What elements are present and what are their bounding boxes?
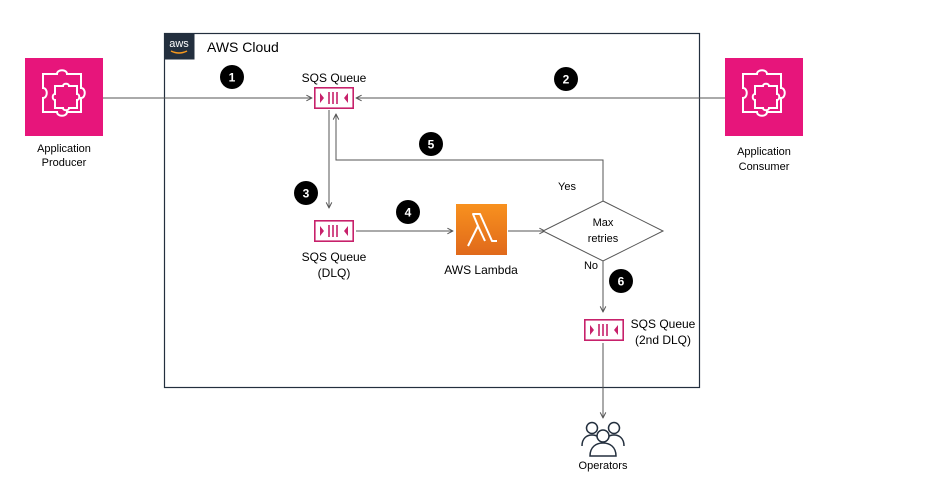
svg-text:1: 1	[229, 71, 236, 85]
aws-cloud-boundary	[163, 32, 701, 389]
sqs-queue-dlq-node: SQS Queue (DLQ)	[302, 220, 367, 280]
edge-label-no: No	[584, 260, 598, 272]
producer-label-line1: Application	[37, 143, 91, 155]
decision-label-line1: Max	[593, 217, 614, 229]
operators-node: Operators	[579, 421, 628, 472]
max-retries-decision: Max retries	[541, 200, 665, 262]
edge-label-yes: Yes	[558, 181, 576, 193]
svg-text:3: 3	[303, 187, 310, 201]
aws-lambda-node: AWS Lambda	[444, 204, 518, 277]
decision-label-line2: retries	[588, 233, 619, 245]
application-consumer-node: Application Consumer	[724, 57, 804, 173]
consumer-label-line1: Application	[737, 146, 791, 158]
application-producer-node: Application Producer	[24, 57, 104, 169]
puzzle-icon	[724, 57, 804, 137]
users-icon	[581, 421, 625, 457]
edge-decision-yes-to-sqs	[336, 114, 604, 201]
step-badge-3: 3	[294, 181, 318, 205]
svg-text:aws: aws	[169, 38, 189, 50]
sqs-dlq2-label-line2: (2nd DLQ)	[635, 333, 691, 347]
svg-text:4: 4	[405, 206, 412, 220]
lambda-icon	[456, 204, 507, 255]
aws-cloud-title: AWS Cloud	[207, 39, 279, 55]
sqs-queue-icon	[313, 87, 355, 109]
step-badge-4: 4	[396, 200, 420, 224]
sqs-dlq-label-line2: (DLQ)	[318, 266, 351, 280]
puzzle-icon	[24, 57, 104, 137]
lambda-label: AWS Lambda	[444, 263, 518, 277]
svg-text:5: 5	[428, 138, 435, 152]
svg-text:6: 6	[618, 275, 625, 289]
sqs-dlq-label-line1: SQS Queue	[302, 250, 367, 264]
sqs-main-label: SQS Queue	[302, 71, 367, 85]
consumer-label-line2: Consumer	[739, 161, 790, 173]
step-badge-6: 6	[609, 269, 633, 293]
sqs-queue-icon	[583, 318, 625, 342]
producer-label-line2: Producer	[42, 157, 87, 169]
operators-label: Operators	[579, 460, 628, 472]
sqs-dlq2-label-line1: SQS Queue	[631, 317, 696, 331]
sqs-queue-main-node: SQS Queue	[302, 71, 367, 109]
step-badge-5: 5	[419, 132, 443, 156]
sqs-queue-2nd-dlq-node: SQS Queue (2nd DLQ)	[583, 317, 696, 347]
svg-text:2: 2	[563, 73, 570, 87]
sqs-queue-icon	[313, 220, 355, 242]
aws-logo: aws	[164, 33, 195, 60]
step-badge-2: 2	[554, 67, 578, 91]
step-badge-1: 1	[220, 65, 244, 89]
